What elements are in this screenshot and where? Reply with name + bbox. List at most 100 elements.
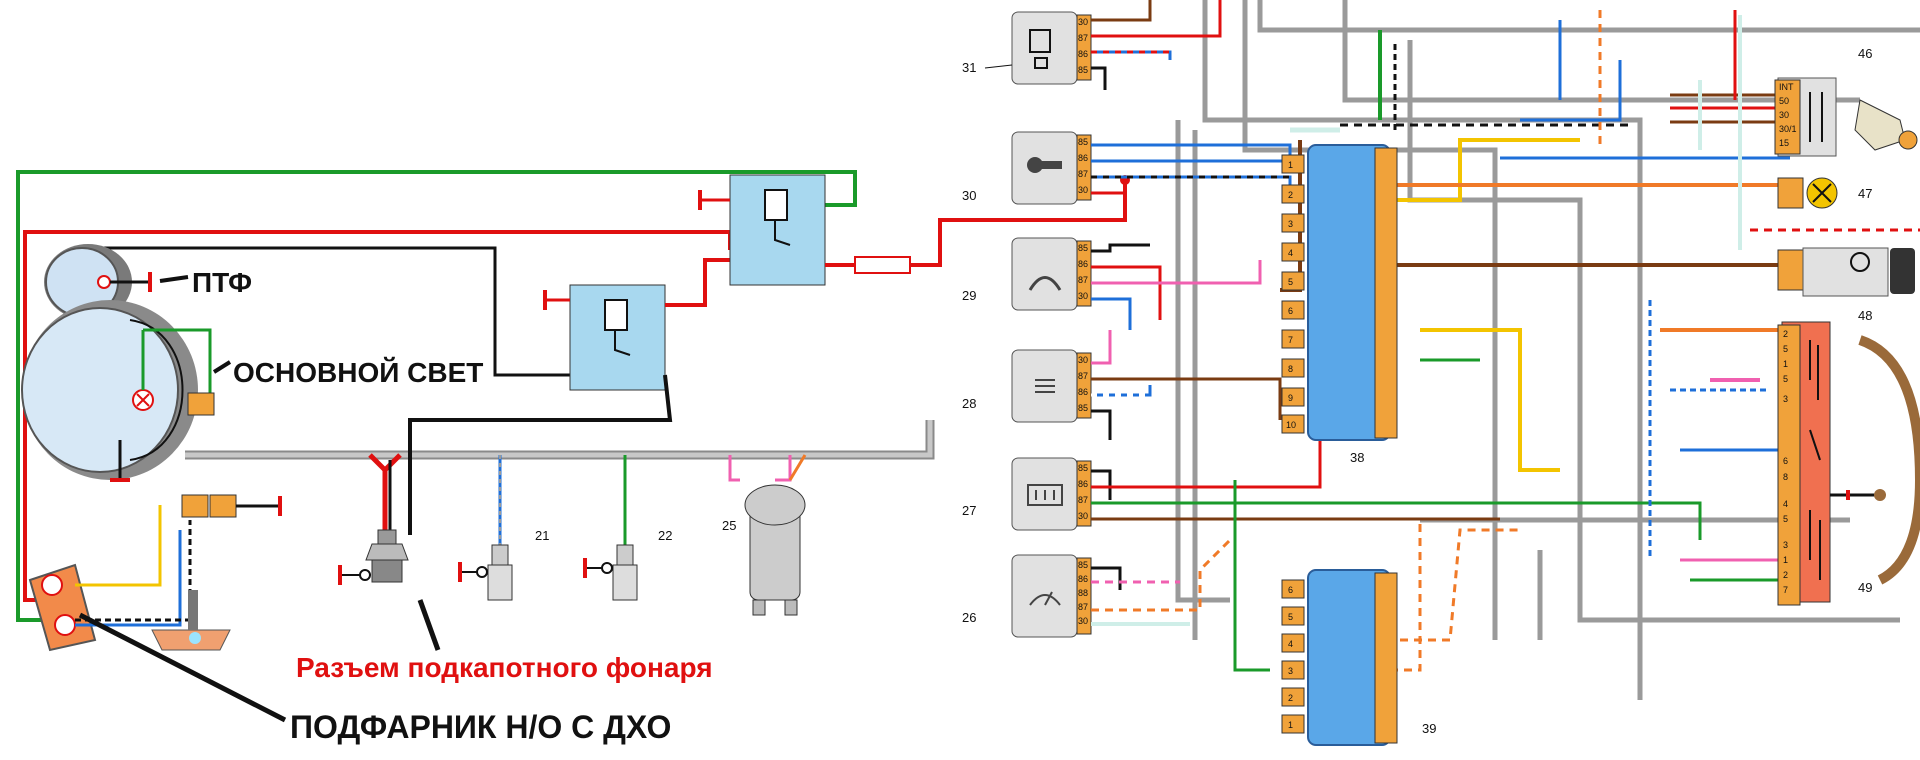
hood-lamp-label: Разъем подкапотного фонаря [296,652,713,683]
relay-30 [1011,131,1092,205]
side-connector [181,494,209,518]
s49-pin: 6 [1783,456,1788,466]
label-39: 39 [1422,721,1436,736]
relay-27 [1011,457,1092,531]
inline-fuse [854,256,911,274]
r31-pin: 85 [1078,65,1088,75]
r28-pin: 30 [1078,355,1088,365]
main-headlight [21,300,212,482]
s46-pin: 15 [1779,138,1789,148]
label-30: 30 [962,188,976,203]
fb38-slot: 7 [1288,335,1293,345]
r28-pin: 85 [1078,403,1088,413]
side-connector-2 [209,494,237,518]
r30-pin: 87 [1078,169,1088,179]
main-light-pointer [212,360,232,374]
r31-pin: 30 [1078,17,1088,27]
hood-lamp [151,590,231,651]
combination-switch-49 [1777,321,1920,606]
r27-pin: 30 [1078,511,1088,521]
r30-pin: 30 [1078,185,1088,195]
ignition-switch-46 [1774,77,1918,157]
fb39-slot: 1 [1288,720,1293,730]
ignition-coil-25 [728,454,807,616]
fog-light-label: ПТФ [192,267,252,298]
s46-pin: 50 [1779,96,1789,106]
relay1-red [665,258,730,307]
s46-pin: INT [1779,82,1794,92]
black-wire-fog [100,246,580,377]
yellow-wire-side [75,505,162,587]
label-22: 22 [658,528,672,543]
s49-pin: 5 [1783,514,1788,524]
r27-pin: 85 [1078,463,1088,473]
s49-pin: 8 [1783,472,1788,482]
fb39-slot: 5 [1288,612,1293,622]
relay-31 [1011,11,1092,85]
fog-pointer [159,275,189,283]
label-27: 27 [962,503,976,518]
s49-pin: 1 [1783,359,1788,369]
relay-29 [1011,237,1092,311]
r26-pin: 88 [1078,588,1088,598]
sensor-22 [583,455,638,601]
fb39-slot: 3 [1288,666,1293,676]
hood-lamp-connector-part [338,453,409,585]
gray-harness-right [1175,0,1920,700]
r31-pin: 86 [1078,49,1088,59]
fuse-block-39 [1281,569,1398,746]
label-47: 47 [1858,186,1872,201]
r28-pin: 86 [1078,387,1088,397]
r31-pin: 87 [1078,33,1088,43]
hood-pointer [417,599,441,651]
r30-pin: 85 [1078,137,1088,147]
s46-pin: 30/1 [1779,124,1797,134]
label-29: 29 [962,288,976,303]
fb38-slot: 3 [1288,219,1293,229]
main-light-label: ОСНОВНОЙ СВЕТ [233,356,483,388]
relay-2 [729,174,826,286]
black-wire-side [75,520,192,622]
label-38: 38 [1350,450,1364,465]
fuse-block-38 [1307,144,1398,441]
r26-pin: 87 [1078,602,1088,612]
fb38-slot: 9 [1288,393,1293,403]
fb38-slot: 1 [1288,160,1293,170]
r29-pin: 85 [1078,243,1088,253]
fb39-slot: 4 [1288,639,1293,649]
s49-pin: 1 [1783,555,1788,565]
s49-pin: 4 [1783,499,1788,509]
label-28: 28 [962,396,976,411]
s49-pin: 2 [1783,570,1788,580]
s49-pin: 5 [1783,344,1788,354]
relay1-black [408,374,673,535]
s46-pin: 30 [1779,110,1789,120]
label-48: 48 [1858,308,1872,323]
s49-pin: 5 [1783,374,1788,384]
main-harness [185,420,935,460]
green-wire-loop [16,170,857,622]
label-25: 25 [722,518,736,533]
switch-48 [1777,247,1915,297]
fb38-slot: 10 [1286,420,1296,430]
r28-pin: 87 [1078,371,1088,381]
fb38-slot: 2 [1288,190,1293,200]
fb39-slot: 6 [1288,585,1293,595]
label-21: 21 [535,528,549,543]
s49-pin: 3 [1783,394,1788,404]
label-26: 26 [962,610,976,625]
relay-28 [1011,349,1092,423]
label-49: 49 [1858,580,1872,595]
fb38-slot: 8 [1288,364,1293,374]
r29-pin: 30 [1078,291,1088,301]
fuse-block-38-slots [1281,154,1305,434]
r29-pin: 86 [1078,259,1088,269]
s49-pin: 2 [1783,329,1788,339]
blue-wire-side [75,530,182,627]
s49-pin: 3 [1783,540,1788,550]
relay-26 [1011,554,1092,638]
headlight-connector [187,392,215,416]
fuse-to-relay30 [910,178,1127,267]
fb38-slot: 4 [1288,248,1293,258]
